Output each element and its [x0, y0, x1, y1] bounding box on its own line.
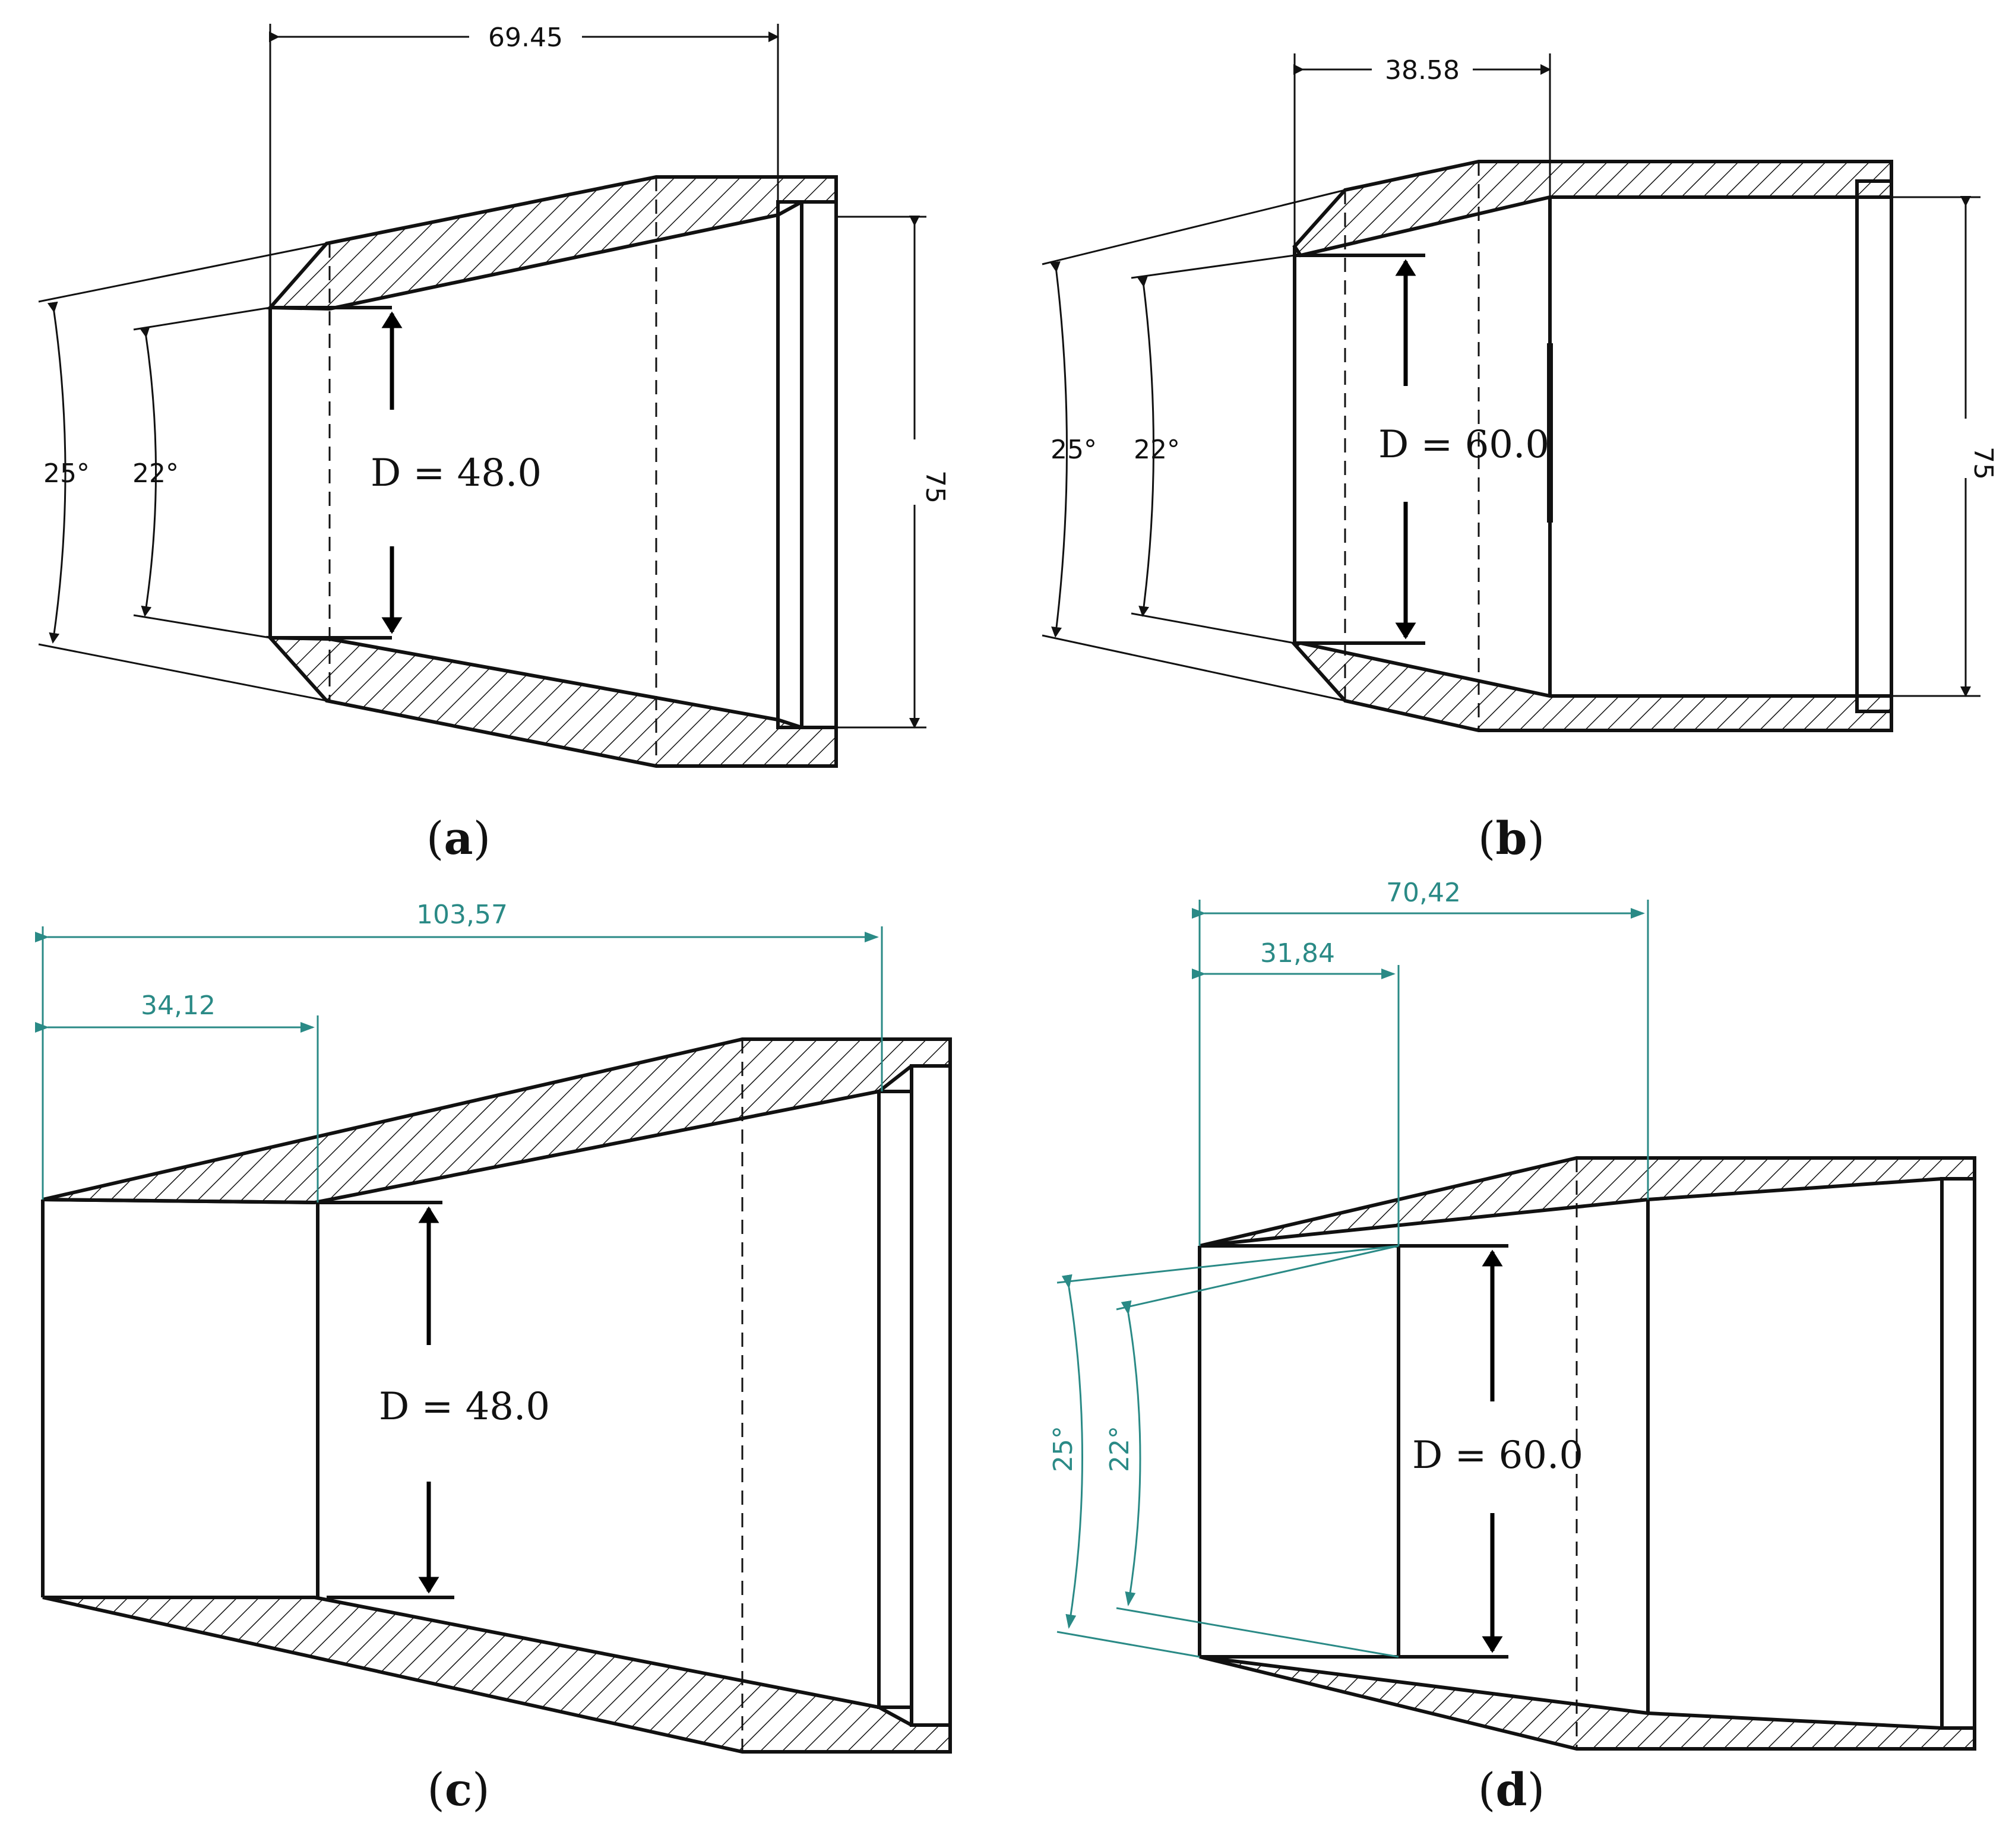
angle-ext-a-3 — [133, 306, 271, 331]
angle-ext-d-4 — [1116, 1607, 1399, 1658]
caption-a: (a) — [426, 812, 491, 865]
total-dim-c: 103,57 — [416, 900, 508, 930]
angle-outer-b: 25° — [1051, 435, 1097, 465]
outer-dim-b: 75 — [1968, 447, 1998, 480]
exit-ring-a — [776, 200, 803, 729]
outer-dim-a: 75 — [920, 470, 950, 504]
wall-bottom-a — [266, 635, 838, 768]
exit-flange-b — [1855, 179, 1893, 713]
angle-arc-d-outer — [1061, 1274, 1083, 1629]
wall-bottom-d — [1199, 1655, 1976, 1751]
angle-arc-a-outer — [47, 301, 67, 644]
wall-top-c — [42, 1037, 952, 1205]
diameter-label-c: D = 48.0 — [379, 1385, 550, 1429]
angle-inner-d: 22° — [1105, 1426, 1135, 1472]
angle-outer-a: 25° — [43, 458, 90, 489]
angle-inner-b: 22° — [1134, 435, 1180, 465]
angle-ext-d-3 — [1116, 1245, 1399, 1311]
angle-ext-a-4 — [133, 614, 271, 639]
exit-flange-c — [910, 1064, 952, 1727]
wall-top-d — [1199, 1156, 1976, 1248]
throat-dim-d: 31,84 — [1260, 938, 1335, 969]
caption-c: (c) — [427, 1763, 490, 1816]
wall-top-a — [266, 175, 838, 311]
exit-flange-d — [1940, 1177, 1976, 1730]
panel-c: 103,57 34,12 D = 48.0 (c) — [35, 900, 952, 1816]
wall-bottom-c — [42, 1596, 952, 1754]
angle-ext-b-2 — [1042, 634, 1346, 702]
angle-ext-b-3 — [1131, 254, 1295, 279]
throat-dim-c: 34,12 — [141, 991, 216, 1021]
angle-outer-d: 25° — [1048, 1426, 1078, 1472]
length-dim-a: 69.45 — [488, 23, 563, 53]
angle-arc-b-inner — [1137, 276, 1154, 617]
panel-a: 69.45 75 25° 22° D = 48.0 (a) — [38, 23, 950, 865]
angle-ext-b-1 — [1042, 189, 1346, 265]
wall-bottom-b — [1291, 641, 1893, 732]
angle-ext-a-2 — [38, 643, 327, 702]
caption-b: (b) — [1478, 812, 1545, 865]
angle-inner-a: 22° — [132, 458, 179, 489]
angle-arc-a-inner — [139, 326, 157, 617]
exit-ring-c — [877, 1090, 913, 1709]
angle-ext-d-1 — [1056, 1245, 1399, 1284]
angle-ext-b-4 — [1131, 612, 1295, 644]
inlet-top-c — [42, 1198, 315, 1204]
angle-arc-b-outer — [1049, 261, 1068, 638]
angle-ext-a-1 — [38, 242, 327, 303]
diameter-label-b: D = 60.0 — [1378, 423, 1549, 467]
exit-flange-a — [800, 200, 838, 729]
diameter-label-d: D = 60.0 — [1412, 1434, 1583, 1477]
caption-d: (d) — [1478, 1763, 1545, 1816]
angle-ext-d-2 — [1056, 1631, 1200, 1658]
total-dim-d: 70,42 — [1386, 878, 1461, 908]
diameter-label-a: D = 48.0 — [371, 451, 542, 495]
panel-b: 38.58 75 25° 22° D = 60.0 (b) — [1042, 53, 1998, 865]
length-dim-b: 38.58 — [1385, 55, 1460, 86]
panel-d: 70,42 31,84 25° 22° D = 60.0 (d) — [1048, 878, 1976, 1816]
angle-arc-d-inner — [1121, 1300, 1141, 1606]
wall-top-b — [1292, 160, 1893, 258]
